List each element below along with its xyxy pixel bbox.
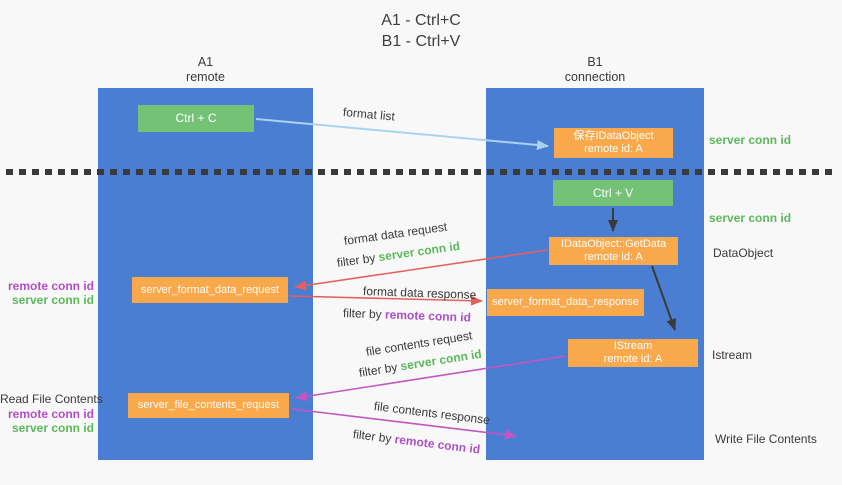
istream-box: IStream remote id: A bbox=[568, 339, 698, 367]
istream-line1: IStream bbox=[613, 340, 653, 352]
server-file-contents-request-label: server_file_contents_request bbox=[137, 399, 280, 411]
lane-b1-subtitle: connection bbox=[564, 70, 626, 84]
lane-b1-header: B1 connection bbox=[486, 55, 704, 85]
ctrl-c-label: Ctrl + C bbox=[175, 111, 217, 125]
file-req-server-conn-id-label: server conn id bbox=[11, 421, 94, 435]
save-idataobject-line1: 保存IDataObject bbox=[573, 130, 654, 142]
lane-a1-header: A1 remote bbox=[98, 55, 313, 85]
format-req-remote-conn-id-label: remote conn id bbox=[7, 279, 94, 293]
save-idataobject-box: 保存IDataObject remote id: A bbox=[554, 128, 673, 158]
filter-by-prefix: filter by bbox=[357, 360, 399, 380]
format-data-response-filter-label: filter by remote conn id bbox=[343, 306, 471, 324]
file-contents-response-text: file contents response bbox=[373, 399, 491, 428]
format-request-conn-labels: remote conn id server conn id bbox=[0, 279, 94, 307]
file-contents-response-edge-label: file contents response bbox=[373, 399, 491, 427]
format-list-text: format list bbox=[342, 105, 396, 124]
filter-by-prefix: filter by bbox=[336, 250, 377, 270]
ctrl-v-label: Ctrl + V bbox=[592, 185, 634, 200]
file-request-conn-labels: remote conn id server conn id bbox=[0, 407, 94, 435]
format-req-server-conn-id-label: server conn id bbox=[11, 293, 94, 307]
ctrl-v-box: Ctrl + V bbox=[553, 180, 673, 206]
idataobject-getdata-line2: remote id: A bbox=[584, 251, 643, 263]
read-file-contents-label: Read File Contents bbox=[0, 392, 103, 406]
server-conn-id-top-label: server conn id bbox=[709, 133, 792, 147]
ctrl-c-box: Ctrl + C bbox=[138, 105, 254, 132]
save-idataobject-line2: remote id: A bbox=[584, 143, 643, 155]
server-file-contents-request-box: server_file_contents_request bbox=[128, 393, 289, 418]
idataobject-getdata-box: IDataObject::GetData remote id: A bbox=[549, 237, 678, 265]
server-conn-id-mid-label: server conn id bbox=[709, 211, 792, 225]
dataobject-label: DataObject bbox=[713, 246, 774, 260]
lane-a1-subtitle: remote bbox=[186, 70, 225, 84]
server-format-data-request-box: server_format_data_request bbox=[132, 277, 288, 303]
format-data-response-edge-label: format data response bbox=[363, 284, 477, 302]
idataobject-getdata-line1: IDataObject::GetData bbox=[560, 238, 667, 250]
format-data-response-text: format data response bbox=[362, 284, 477, 302]
server-format-data-request-label: server_format_data_request bbox=[140, 283, 280, 296]
file-contents-response-filter-label: filter by remote conn id bbox=[352, 427, 481, 457]
remote-conn-id-key: remote conn id bbox=[384, 307, 472, 325]
diagram-title: A1 - Ctrl+C B1 - Ctrl+V bbox=[0, 10, 842, 52]
remote-conn-id-key: remote conn id bbox=[393, 432, 481, 457]
server-conn-id-key: server conn id bbox=[377, 238, 461, 265]
lane-b1-title: B1 bbox=[587, 55, 603, 69]
server-format-data-response-label: server_format_data_response bbox=[492, 296, 639, 308]
server-format-data-response-box: server_format_data_response bbox=[487, 289, 644, 316]
format-list-edge-label: format list bbox=[342, 105, 395, 123]
file-req-remote-conn-id-label: remote conn id bbox=[7, 407, 94, 421]
lane-a1-title: A1 bbox=[197, 55, 214, 69]
istream-side-label: Istream bbox=[712, 348, 753, 362]
filter-by-prefix: filter by bbox=[342, 306, 382, 322]
dashed-separator bbox=[6, 169, 836, 175]
write-file-contents-label: Write File Contents bbox=[715, 432, 817, 446]
title-line-1: A1 - Ctrl+C bbox=[381, 12, 461, 29]
title-line-2: B1 - Ctrl+V bbox=[381, 33, 461, 50]
filter-by-prefix: filter by bbox=[352, 427, 393, 446]
istream-line2: remote id: A bbox=[603, 353, 663, 365]
